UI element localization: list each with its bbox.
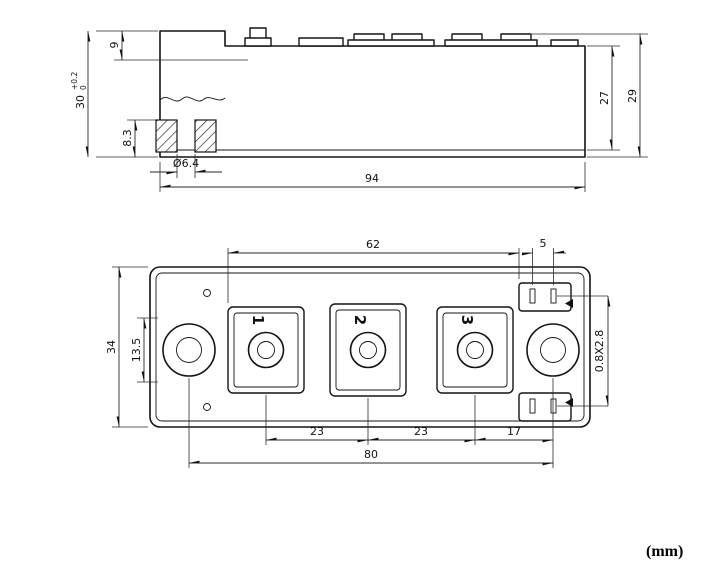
pad-outer — [227, 306, 305, 394]
dim-30-main: 30 — [74, 95, 87, 109]
pad-inner — [442, 312, 508, 388]
side-view: 30 +0.2 0 9 8.3 Ø6.4 94 27 29 — [70, 27, 648, 192]
pad-outer — [329, 303, 407, 397]
tab-body — [518, 392, 572, 422]
units-label: (mm) — [646, 543, 683, 560]
mounting-hole-left-inner — [176, 337, 202, 363]
pad-hole — [247, 331, 285, 369]
terminal-pad-2: 2 — [329, 303, 407, 397]
terminal-bump-1 — [298, 37, 344, 47]
plan-view: 1 2 3 — [105, 237, 608, 468]
pin-hole-top — [203, 289, 211, 297]
pin-hole-bottom — [203, 403, 211, 411]
dim-label-slot-size: 0.8X2.8 — [593, 330, 606, 373]
tab-slot — [550, 288, 557, 304]
dim-label-94: 94 — [365, 172, 379, 185]
pad-inner — [335, 309, 401, 391]
dim-label-23a: 23 — [310, 425, 324, 438]
screw-collar — [244, 37, 272, 47]
control-tab-bottom — [518, 392, 573, 422]
pad-hole — [456, 331, 494, 369]
section-hatch-right — [194, 119, 217, 153]
terminal-bump-2-base — [347, 39, 435, 47]
terminal-label-3: 3 — [458, 315, 476, 325]
pad-hole-inner — [466, 341, 484, 359]
control-tab-top — [518, 282, 573, 312]
tab-marker-icon — [565, 398, 573, 407]
section-hatch-left — [155, 119, 178, 153]
pad-hole-inner — [257, 341, 275, 359]
dim-30-tol-minus: 0 — [79, 85, 88, 90]
dim-label-80: 80 — [364, 448, 378, 461]
dim-label-27: 27 — [598, 91, 611, 105]
pad-hole-inner — [359, 341, 377, 359]
dim-label-hole-dia: Ø6.4 — [173, 157, 199, 170]
tab-slot — [550, 398, 557, 414]
pad-hole — [349, 331, 387, 369]
terminal-pad-1: 1 — [227, 306, 305, 394]
mounting-hole-right-inner — [540, 337, 566, 363]
dim-label-30: 30 +0.2 0 — [70, 72, 88, 109]
mounting-hole-left — [162, 323, 216, 377]
dim-label-34: 34 — [105, 340, 118, 354]
terminal-label-1: 1 — [249, 315, 267, 325]
pad-outer — [436, 306, 514, 394]
module-outline — [149, 266, 591, 428]
dim-label-5: 5 — [540, 237, 547, 250]
module-body-outline — [159, 30, 586, 158]
tab-body — [518, 282, 572, 312]
tab-slot — [529, 288, 536, 304]
break-line — [159, 96, 226, 102]
dim-label-23b: 23 — [414, 425, 428, 438]
mounting-hole-right — [526, 323, 580, 377]
tab-slot — [529, 398, 536, 414]
dim-label-8-3: 8.3 — [121, 129, 134, 147]
terminal-bump-4 — [550, 39, 579, 47]
terminal-bump-3-base — [444, 39, 538, 47]
terminal-label-2: 2 — [351, 315, 369, 325]
dim-label-29: 29 — [626, 89, 639, 103]
dim-label-17: 17 — [507, 425, 521, 438]
dim-label-13-5: 13.5 — [130, 338, 143, 363]
terminal-pad-3: 3 — [436, 306, 514, 394]
dim-label-62: 62 — [366, 238, 380, 251]
dim-label-9: 9 — [108, 42, 121, 49]
module-inner-outline — [155, 272, 585, 422]
pad-inner — [233, 312, 299, 388]
tab-marker-icon — [565, 299, 573, 308]
dim-30-tol-plus: +0.2 — [70, 72, 79, 90]
